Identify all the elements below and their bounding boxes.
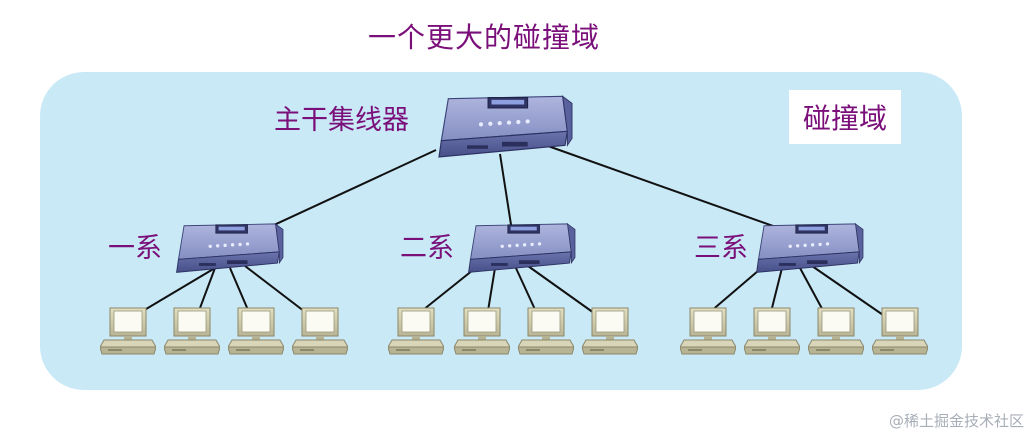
collision-domain-label: 碰撞域 xyxy=(789,90,901,144)
link-backbone-dept2 xyxy=(499,153,513,232)
link-backbone-dept1 xyxy=(247,149,437,238)
backbone-hub-label: 主干集线器 xyxy=(274,105,409,136)
link-dept2-pc4 xyxy=(527,265,602,319)
dept3-label: 三系 xyxy=(694,233,748,264)
watermark: @稀土掘金技术社区 xyxy=(888,412,1024,430)
diagram-title: 一个更大的碰撞域 xyxy=(368,21,601,54)
link-dept3-pc4 xyxy=(811,265,887,318)
dept2-label: 二系 xyxy=(400,233,454,264)
link-backbone-dept3 xyxy=(547,145,791,233)
dept1-label: 一系 xyxy=(108,233,162,264)
